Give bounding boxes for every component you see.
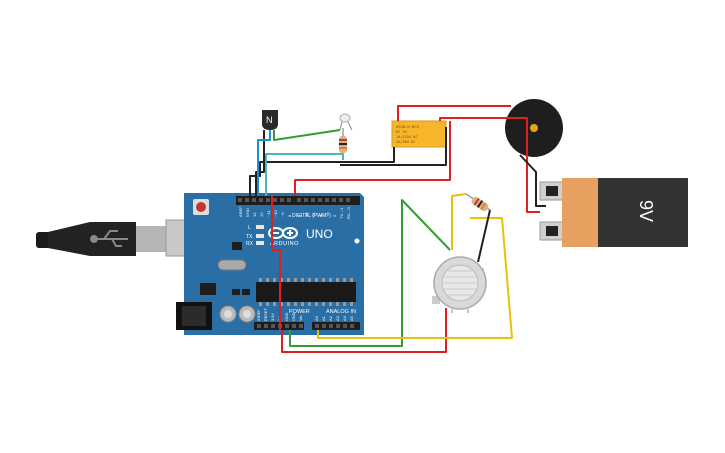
svg-text:A4: A4: [342, 315, 347, 321]
wire-yellow-a0-sensor: [317, 217, 513, 339]
svg-text:RESET: RESET: [264, 308, 268, 321]
svg-text:A1: A1: [321, 315, 326, 321]
svg-text:7: 7: [297, 214, 302, 217]
svg-text:3.3V: 3.3V: [271, 313, 275, 321]
svg-text:A3: A3: [335, 315, 340, 321]
wire-yellow-sensor-resistor: [451, 193, 467, 250]
wire-blue-transistor: [257, 130, 271, 196]
svg-text:8: 8: [287, 214, 292, 217]
wire-cyan-resistor: [265, 153, 344, 196]
svg-text:12: 12: [259, 212, 264, 217]
relay-text-1: OS2B-M-DCS: [396, 124, 420, 129]
usb-plug-metal: [136, 226, 166, 252]
wire-black-transistor: [255, 130, 265, 196]
svg-text:Vin: Vin: [299, 316, 303, 321]
wire-red-5v-sensor: [281, 308, 447, 353]
wire-red-arduino-transistor: [271, 196, 281, 330]
header-pin-holes: [238, 198, 354, 328]
led-label-tx: TX: [246, 234, 253, 240]
analog-pin-labels: A0 A1 A2 A3 A4 A5: [314, 315, 354, 321]
battery-label: 9V: [636, 200, 656, 222]
svg-text:A2: A2: [328, 315, 333, 321]
capacitor-2: [238, 305, 256, 323]
power-header-label: POWER: [289, 309, 310, 315]
svg-text:A5: A5: [349, 315, 354, 321]
wire-black-relay-transistor: [249, 147, 395, 196]
npn-transistor[interactable]: N: [262, 110, 278, 130]
analog-header-label: ANALOG IN: [326, 309, 356, 315]
wire-red-relay-buzzer: [397, 105, 511, 121]
onboard-leds: L TX RX: [246, 225, 264, 247]
arduino-board[interactable]: L TX RX ARDUINO UNO DIGITAL (PWM~) POWER…: [176, 193, 364, 335]
svg-text:~11: ~11: [266, 210, 271, 217]
wire-red-arduino-relay: [294, 121, 451, 196]
gas-sensor[interactable]: [432, 256, 487, 313]
arduino-brand-text: ARDUINO: [270, 241, 299, 247]
capacitor-1: [219, 305, 237, 323]
svg-text:~6: ~6: [304, 212, 309, 217]
svg-text:RX←0: RX←0: [346, 206, 351, 219]
arduino-model-text: UNO: [306, 227, 333, 241]
svg-text:GND: GND: [292, 312, 296, 321]
power-jack: [176, 302, 212, 330]
svg-text:~5: ~5: [311, 212, 316, 217]
relay-text-4: 2A/30V DC: [396, 140, 415, 144]
svg-text:GND: GND: [285, 312, 289, 321]
svg-text:AREF: AREF: [238, 206, 243, 217]
resistor-base[interactable]: [339, 128, 347, 160]
battery-9v[interactable]: 9V: [539, 178, 688, 247]
relay-text-3: 1A/125V AC: [396, 135, 418, 139]
wires: [249, 105, 546, 353]
led-label-l: L: [248, 225, 251, 231]
reset-button[interactable]: [193, 199, 209, 215]
wire-green-transistor-diode: [273, 129, 341, 141]
svg-text:TX→1: TX→1: [339, 207, 344, 219]
wire-black-resistor-sensor: [477, 209, 491, 263]
piezo-buzzer[interactable]: [505, 99, 563, 157]
atmega-chip: [256, 278, 356, 306]
wire-black-relay-lower: [340, 127, 447, 166]
svg-text:~3: ~3: [325, 212, 330, 217]
svg-text:2: 2: [332, 214, 337, 217]
digital-header-label: DIGITAL (PWM~): [292, 213, 331, 219]
svg-text:~10: ~10: [273, 209, 278, 217]
digital-pin-labels: AREF GND 13 12 ~11 ~10 ~9 8 7 ~6 ~5 4 ~3…: [238, 206, 351, 219]
usb-cable[interactable]: [36, 219, 207, 257]
relay-text-2: DC 5V: [396, 130, 408, 134]
wire-green-gnd-sensor: [289, 199, 451, 347]
crystal-oscillator: [217, 259, 247, 271]
wire-black-buzzer-battery: [519, 154, 546, 207]
on-led: [354, 238, 360, 244]
diode[interactable]: [339, 113, 353, 131]
wire-red-relay-battery: [439, 117, 540, 213]
smd-parts: [232, 242, 250, 295]
usb-connector-tip: [36, 232, 50, 248]
relay-module[interactable]: OS2B-M-DCS DC 5V 1A/125V AC 2A/30V DC: [391, 120, 447, 148]
led-label-rx: RX: [246, 241, 254, 247]
svg-text:A0: A0: [314, 315, 319, 321]
arduino-logo-icon: [268, 227, 298, 239]
resistor-sensor[interactable]: [465, 193, 491, 212]
usb-symbol-icon: [90, 230, 128, 247]
transistor-label: N: [266, 115, 273, 125]
voltage-regulator: [200, 283, 216, 295]
svg-text:IOREF: IOREF: [257, 309, 261, 321]
svg-text:~9: ~9: [280, 212, 285, 217]
svg-text:GND: GND: [245, 208, 250, 217]
svg-text:4: 4: [318, 214, 323, 217]
svg-text:13: 13: [252, 212, 257, 217]
